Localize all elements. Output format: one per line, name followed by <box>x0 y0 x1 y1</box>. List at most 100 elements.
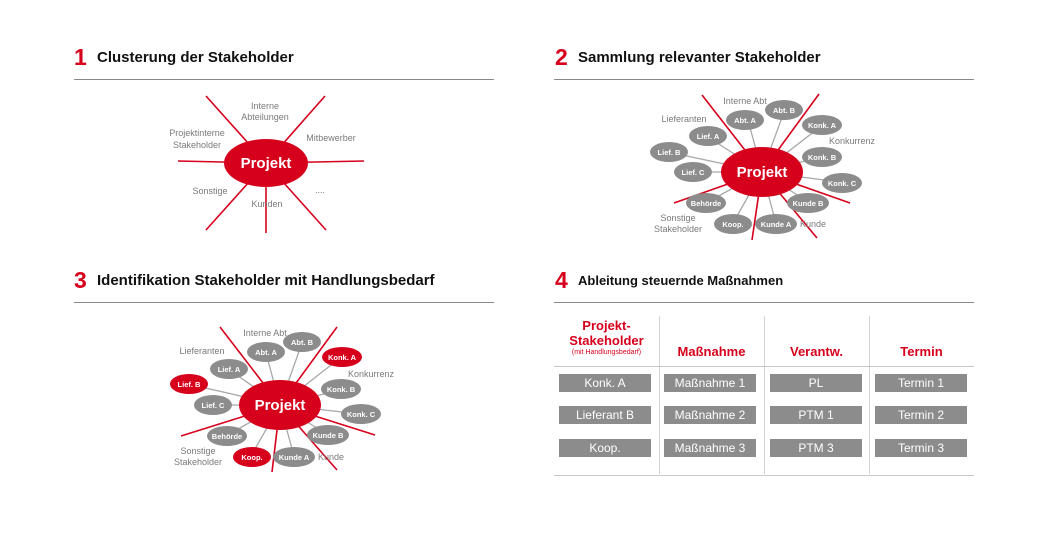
title-divider <box>74 79 494 80</box>
svg-text:Abt. A: Abt. A <box>734 116 756 125</box>
node-konk-b: Konk. B <box>802 147 842 167</box>
panel-title-measures: Ableitung steuernde Maßnahmen <box>578 273 784 288</box>
node-kunde-a: Kunde A <box>755 214 797 234</box>
node-lief-b: Lief. B <box>650 142 688 162</box>
table-bottom-divider <box>554 475 974 476</box>
svg-text:Behörde: Behörde <box>691 199 721 208</box>
cell-measure: Maßnahme 1 <box>664 374 756 392</box>
node-konk-a: Konk. A <box>802 115 842 135</box>
clustering-diagram: Projekt Interne Abteilungen Mitbewerber … <box>169 95 365 233</box>
cell-stakeholder: Koop. <box>559 439 651 457</box>
project-center-label: Projekt <box>255 397 306 414</box>
cell-deadline: Termin 3 <box>875 439 967 457</box>
node-lief-c: Lief. C <box>194 395 232 415</box>
column-separator <box>869 316 870 474</box>
svg-text:Lief. C: Lief. C <box>202 401 226 410</box>
project-center-label: Projekt <box>737 164 788 181</box>
svg-text:Lief. A: Lief. A <box>218 365 241 374</box>
column-header-responsible: Verantw. <box>790 344 843 359</box>
node-lief-c: Lief. C <box>674 162 712 182</box>
project-center <box>239 380 321 430</box>
svg-text:Abt. B: Abt. B <box>773 106 796 115</box>
svg-text:Koop.: Koop. <box>722 220 743 229</box>
svg-text:Konk. B: Konk. B <box>327 385 356 394</box>
group-internal: Interne Abt <box>723 96 767 106</box>
title-divider <box>554 79 974 80</box>
svg-text:Kunde A: Kunde A <box>761 220 792 229</box>
label-project-internal-2: Stakeholder <box>173 140 221 150</box>
label-project-internal: Projektinterne <box>169 128 225 138</box>
group-suppliers: Lieferanten <box>179 346 224 356</box>
node-lief-a: Lief. A <box>210 359 248 379</box>
identification-diagram: Projekt Abt. A Abt. B Konk. A Konk. B Ko… <box>170 326 395 473</box>
group-competition: Konkurrenz <box>348 369 395 379</box>
cell-measure: Maßnahme 2 <box>664 406 756 424</box>
panel-title-clustering: Clusterung der Stakeholder <box>97 49 294 66</box>
node-lief-b-highlighted: Lief. B <box>170 374 208 394</box>
svg-text:Behörde: Behörde <box>212 432 242 441</box>
cell-responsible: PTM 3 <box>770 439 862 457</box>
node-kunde-a: Kunde A <box>273 447 315 467</box>
svg-text:Konk. A: Konk. A <box>328 353 357 362</box>
svg-text:Lief. B: Lief. B <box>178 380 202 389</box>
project-center <box>224 139 308 187</box>
node-koop-highlighted: Koop. <box>233 447 271 467</box>
node-abt-a: Abt. A <box>247 342 285 362</box>
svg-text:Abt. B: Abt. B <box>291 338 314 347</box>
node-behoerde: Behörde <box>686 193 726 213</box>
cell-measure: Maßnahme 3 <box>664 439 756 457</box>
group-competition: Konkurrenz <box>829 136 876 146</box>
column-header-measure: Maßnahme <box>677 344 746 359</box>
group-other-2: Stakeholder <box>174 457 222 467</box>
node-konk-c: Konk. C <box>822 173 862 193</box>
node-behoerde: Behörde <box>207 426 247 446</box>
node-abt-a: Abt. A <box>726 110 764 130</box>
column-separator <box>659 316 660 474</box>
svg-text:Konk. C: Konk. C <box>828 179 857 188</box>
node-konk-c: Konk. C <box>341 404 381 424</box>
group-other: Sonstige <box>180 446 215 456</box>
title-divider <box>554 302 974 303</box>
svg-text:Lief. A: Lief. A <box>697 132 720 141</box>
label-internal: Interne <box>251 101 279 111</box>
svg-text:Abt. A: Abt. A <box>255 348 277 357</box>
cell-stakeholder: Lieferant B <box>559 406 651 424</box>
cell-deadline: Termin 2 <box>875 406 967 424</box>
svg-text:Kunde B: Kunde B <box>313 431 344 440</box>
node-kunde-b: Kunde B <box>787 193 829 213</box>
collection-diagram: Projekt Abt. A Abt. B Konk. A Konk. B Ko… <box>650 93 876 241</box>
cell-deadline: Termin 1 <box>875 374 967 392</box>
project-center <box>721 147 803 197</box>
column-header-deadline: Termin <box>900 344 943 359</box>
label-internal-2: Abteilungen <box>241 112 289 122</box>
group-other-2: Stakeholder <box>654 224 702 234</box>
group-customer: Kunde <box>800 219 826 229</box>
group-suppliers: Lieferanten <box>661 114 706 124</box>
group-other: Sonstige <box>660 213 695 223</box>
step-number-4: 4 <box>555 267 568 293</box>
node-koop: Koop. <box>714 214 752 234</box>
panel-title-collection: Sammlung relevanter Stakeholder <box>578 49 821 66</box>
node-lief-a: Lief. A <box>689 126 727 146</box>
svg-text:Konk. A: Konk. A <box>808 121 837 130</box>
cell-responsible: PTM 1 <box>770 406 862 424</box>
svg-text:Lief. B: Lief. B <box>658 148 682 157</box>
label-other: Sonstige <box>192 186 227 196</box>
cell-responsible: PL <box>770 374 862 392</box>
step-number-2: 2 <box>555 44 568 70</box>
svg-text:Konk. B: Konk. B <box>808 153 837 162</box>
panel-title-identification: Identifikation Stakeholder mit Handlungs… <box>97 272 435 289</box>
label-customers: Kunden <box>251 199 282 209</box>
step-number-3: 3 <box>74 267 87 293</box>
node-abt-b: Abt. B <box>765 100 803 120</box>
label-more: .... <box>315 185 325 195</box>
column-separator <box>764 316 765 474</box>
label-competitors: Mitbewerber <box>306 133 356 143</box>
node-abt-b: Abt. B <box>283 332 321 352</box>
project-center-label: Projekt <box>241 155 292 172</box>
group-customer: Kunde <box>318 452 344 462</box>
group-internal: Interne Abt <box>243 328 287 338</box>
cell-stakeholder: Konk. A <box>559 374 651 392</box>
svg-text:Koop.: Koop. <box>241 453 262 462</box>
